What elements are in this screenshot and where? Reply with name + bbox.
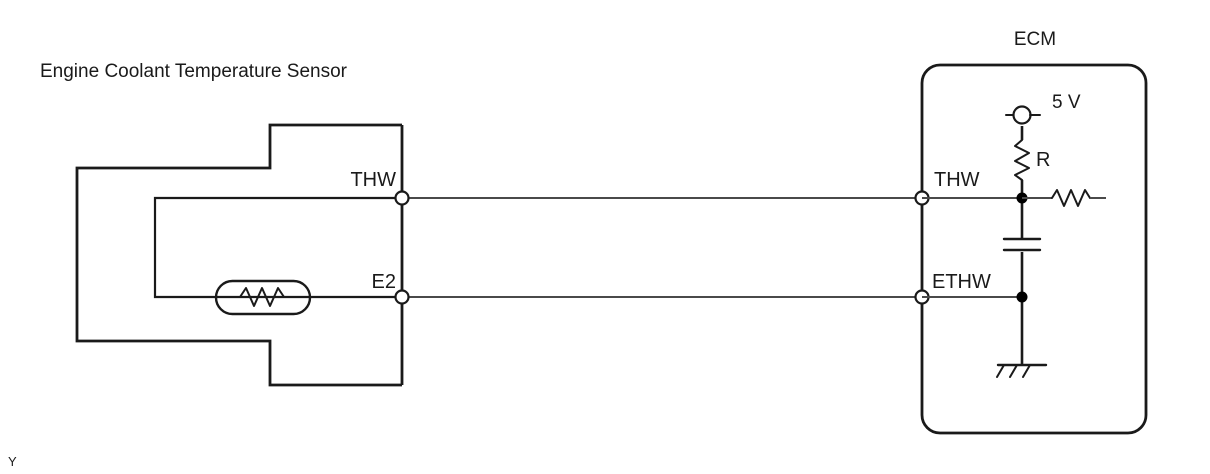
filter-capacitor (1002, 237, 1042, 252)
series-resistor (1022, 189, 1106, 207)
ecm-title-label: ECM (1014, 29, 1056, 50)
sensor-housing-outline (75, 123, 402, 387)
sensor-inner-rectangle (153, 196, 402, 299)
supply-voltage-label: 5 V (1052, 92, 1081, 113)
thermistor-element (214, 279, 312, 316)
sensor-pin-thw-label: THW (350, 169, 396, 191)
supply-terminal (1005, 105, 1041, 125)
ecm-box (920, 63, 1148, 435)
chassis-ground (996, 363, 1048, 378)
corner-mark-label: Y (8, 454, 17, 469)
sensor-pin-e2-label: E2 (372, 271, 396, 293)
ecm-pin-ethw-label: ETHW (932, 271, 991, 293)
junction-ethw-node (1016, 291, 1028, 303)
sensor-title-label: Engine Coolant Temperature Sensor (40, 61, 348, 82)
sensor-connector-thw[interactable] (394, 190, 410, 206)
pullup-resistor-label: R (1036, 149, 1050, 171)
ecm-pin-thw-label: THW (934, 169, 980, 191)
pullup-resistor (1014, 139, 1030, 181)
sensor-connector-e2[interactable] (394, 289, 410, 305)
